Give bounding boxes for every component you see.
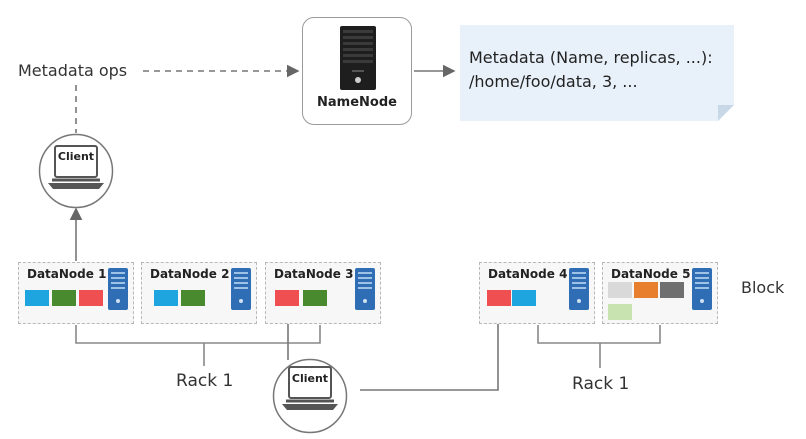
client-bottom — [272, 358, 348, 434]
client-top-label: Client — [57, 150, 95, 163]
rack-label-left: Rack 1 — [176, 371, 234, 391]
rack-server-icon-2 — [231, 268, 251, 310]
datanode-1-block-2 — [52, 290, 76, 306]
laptop-icon — [54, 145, 98, 178]
datanode-3-label: DataNode 3 — [274, 267, 354, 281]
rack-server-icon-1 — [108, 268, 128, 310]
rack-server-icon-5 — [692, 268, 712, 310]
datanode-2-label: DataNode 2 — [150, 267, 230, 281]
datanode-4-block-2 — [512, 290, 536, 306]
metadata-note-line2: /home/foo/data, 3, ... — [469, 72, 638, 91]
namenode-label: NameNode — [317, 95, 397, 110]
datanode-5-label: DataNode 5 — [611, 267, 691, 281]
datanode-3-block-1 — [275, 290, 299, 306]
laptop-icon — [288, 366, 332, 399]
rack1-left-bracket — [75, 325, 321, 344]
datanode-1-block-1 — [25, 290, 49, 306]
datanode-2-block-1 — [154, 290, 178, 306]
rack-server-icon-4 — [569, 268, 589, 310]
datanode-5-block-1 — [608, 282, 632, 298]
datanode-5-block-3 — [660, 282, 684, 298]
block-label: Block — [741, 278, 785, 297]
datanode-2-block-2 — [181, 290, 205, 306]
datanode-4-label: DataNode 4 — [488, 267, 568, 281]
rack-server-icon-3 — [355, 268, 375, 310]
rack1-right-bracket — [537, 325, 661, 344]
client-to-datanode4-arrow — [360, 302, 505, 391]
datanode-1-block-3 — [79, 290, 103, 306]
metadata-ops-label: Metadata ops — [18, 61, 128, 80]
rack-label-right: Rack 1 — [572, 374, 630, 394]
datanode-4-block-1 — [487, 290, 511, 306]
metadata-note — [460, 25, 734, 121]
datanode-3-block-2 — [303, 290, 327, 306]
metadata-note-text: Metadata (Name, replicas, ...): /home/fo… — [469, 46, 713, 94]
datanode-5-block-4 — [608, 304, 632, 320]
datanode-1-label: DataNode 1 — [27, 267, 107, 281]
client-top — [38, 133, 114, 209]
metadata-note-line1: Metadata (Name, replicas, ...): — [469, 48, 713, 67]
datanode-5-block-2 — [634, 282, 658, 298]
client-bottom-label: Client — [291, 372, 329, 385]
server-icon — [340, 26, 376, 90]
